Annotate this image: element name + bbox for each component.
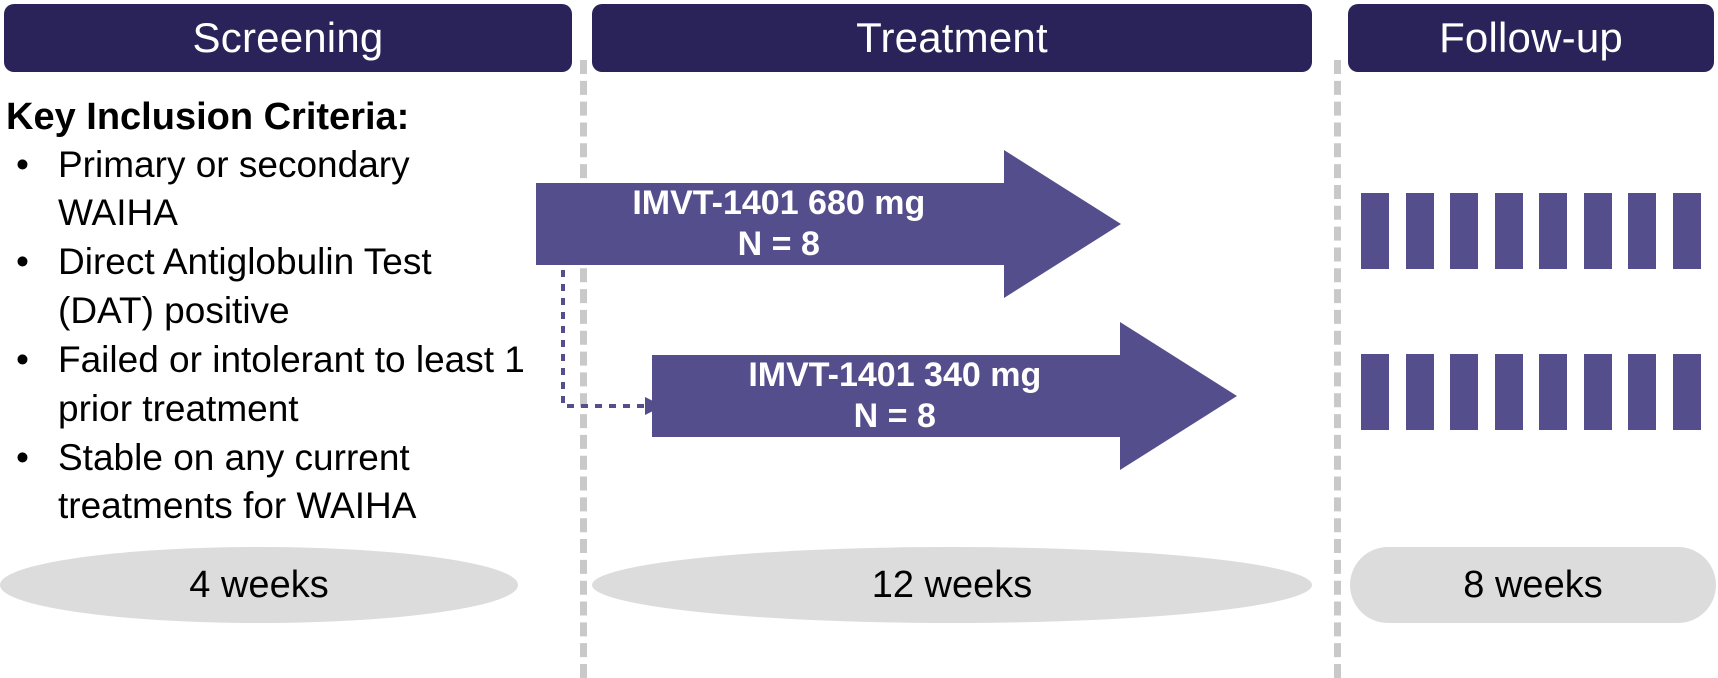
followup-bars-row-680mg — [1361, 193, 1701, 269]
duration-pill-screening: 4 weeks — [0, 547, 518, 623]
key-inclusion-criteria-block: Key Inclusion Criteria: • Primary or sec… — [6, 96, 536, 531]
duration-pill-followup: 8 weeks — [1350, 547, 1716, 623]
followup-bar — [1405, 354, 1434, 430]
phase-header-screening-label: Screening — [192, 14, 384, 61]
arrow-shape-icon — [652, 322, 1237, 470]
phase-header-followup-label: Follow-up — [1439, 14, 1623, 61]
followup-bar — [1450, 193, 1479, 269]
bullet-icon: • — [16, 338, 29, 380]
duration-treatment-label: 12 weeks — [871, 563, 1033, 606]
phase-header-treatment: Treatment — [592, 4, 1312, 72]
phase-divider-screening-treatment — [580, 60, 587, 678]
criteria-item: • Stable on any current treatments for W… — [6, 434, 536, 532]
followup-bar — [1361, 354, 1389, 430]
followup-bar — [1361, 193, 1389, 269]
dose-escalation-connector-arrow — [561, 270, 663, 415]
followup-bar — [1628, 354, 1657, 430]
criteria-item-text: Failed or intolerant to least 1 prior tr… — [58, 338, 525, 429]
criteria-item-text: Direct Antiglobulin Test (DAT) positive — [58, 241, 432, 332]
followup-bar — [1450, 354, 1479, 430]
criteria-item: • Failed or intolerant to least 1 prior … — [6, 336, 536, 434]
duration-followup-label: 8 weeks — [1463, 563, 1603, 606]
criteria-item: • Primary or secondary WAIHA — [6, 141, 536, 239]
arrow-shape-icon — [536, 150, 1121, 298]
criteria-list: • Primary or secondary WAIHA • Direct An… — [6, 141, 536, 532]
bullet-icon: • — [16, 436, 29, 478]
followup-bar — [1539, 193, 1568, 269]
criteria-item-text: Primary or secondary WAIHA — [58, 143, 410, 234]
duration-pill-treatment: 12 weeks — [592, 547, 1312, 623]
followup-bar — [1672, 354, 1701, 430]
criteria-item: • Direct Antiglobulin Test (DAT) positiv… — [6, 238, 536, 336]
bullet-icon: • — [16, 143, 29, 185]
followup-bar — [1628, 193, 1657, 269]
criteria-item-text: Stable on any current treatments for WAI… — [58, 436, 417, 527]
criteria-title: Key Inclusion Criteria: — [6, 96, 410, 138]
followup-bar — [1494, 354, 1523, 430]
treatment-arm-arrow-340mg: IMVT-1401 340 mg N = 8 — [652, 322, 1237, 470]
followup-bar — [1405, 193, 1434, 269]
followup-bar — [1583, 354, 1612, 430]
duration-screening-label: 4 weeks — [189, 563, 329, 606]
phase-header-followup: Follow-up — [1348, 4, 1714, 72]
followup-bars-row-340mg — [1361, 354, 1701, 430]
phase-header-treatment-label: Treatment — [856, 14, 1048, 61]
followup-bar — [1539, 354, 1568, 430]
followup-bar — [1583, 193, 1612, 269]
phase-divider-treatment-followup — [1334, 60, 1341, 678]
phase-header-screening: Screening — [4, 4, 572, 72]
followup-bar — [1494, 193, 1523, 269]
bullet-icon: • — [16, 241, 29, 283]
followup-bar — [1672, 193, 1701, 269]
